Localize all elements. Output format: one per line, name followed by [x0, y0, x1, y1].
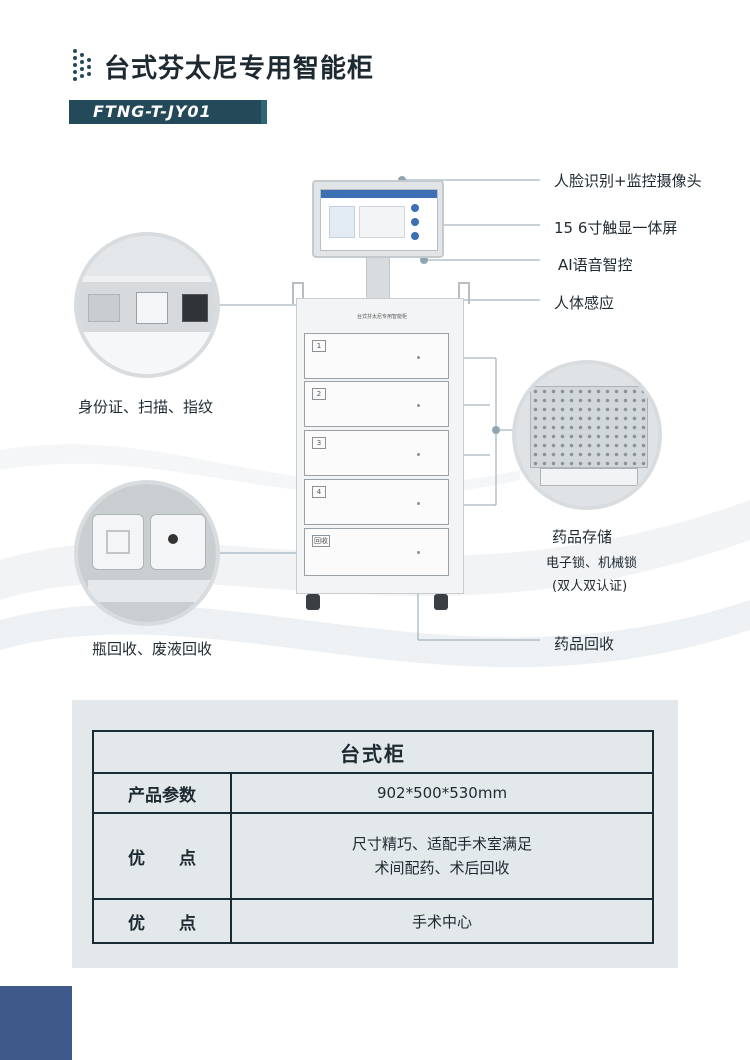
row-value: 手术中心: [230, 898, 654, 944]
row-value: 尺寸精巧、适配手术室满足 术间配药、术后回收: [230, 812, 654, 900]
wheel-left: [306, 594, 320, 610]
bottle-recycle-detail: [74, 480, 220, 626]
fingerprint-icon: [182, 294, 208, 322]
voice-label: AI语音智控: [558, 256, 633, 274]
recycle-bottles-label: 瓶回收、废液回收: [92, 640, 213, 658]
right-handle: [458, 282, 470, 304]
id-label: 身份证、扫描、指纹: [78, 398, 214, 416]
row-value: 902*500*530mm: [230, 772, 654, 814]
row-key: 优 点: [92, 898, 232, 944]
storage-label: 药品存储: [552, 528, 613, 546]
drawer-storage-detail: [512, 360, 662, 510]
scanner-icon: [136, 292, 168, 324]
row-key: 优 点: [92, 812, 232, 900]
touch-screen: [312, 180, 444, 258]
id-panel-detail: [74, 232, 220, 378]
model-number: FTNG-T-JY01: [69, 100, 267, 124]
recycle-label: 药品回收: [554, 635, 615, 653]
drawer-2[interactable]: 2: [304, 381, 449, 427]
drawer-1[interactable]: 1: [304, 333, 449, 379]
screen-label: 15 6寸触显一体屏: [554, 219, 678, 237]
camera-label: 人脸识别+监控摄像头: [554, 172, 702, 190]
drawer-recycle[interactable]: 回收: [304, 528, 449, 576]
drawer-4[interactable]: 4: [304, 479, 449, 525]
corner-accent: [0, 986, 72, 1060]
monitor-stand: [366, 258, 390, 302]
row-key: 产品参数: [92, 772, 232, 814]
drawer-3[interactable]: 3: [304, 430, 449, 476]
left-handle: [292, 282, 304, 304]
cabinet-panel-text: 台式芬太尼专用智能柜: [357, 314, 408, 320]
dual-auth-label: (双人双认证): [552, 579, 628, 594]
id-card-reader-icon: [88, 294, 120, 322]
screen-display: [320, 189, 438, 251]
table-title: 台式柜: [92, 730, 654, 774]
logo-icon: [73, 49, 91, 81]
spec-table: 台式柜 产品参数 902*500*530mm 优 点 尺寸精巧、适配手术室满足 …: [92, 730, 654, 944]
wheel-right: [434, 594, 448, 610]
locks-label: 电子锁、机械锁: [546, 556, 638, 571]
sensor-label: 人体感应: [554, 294, 615, 312]
page-title: 台式芬太尼专用智能柜: [104, 54, 375, 84]
cabinet-body: 台式芬太尼专用智能柜 1 2 3 4 回收: [296, 298, 464, 594]
